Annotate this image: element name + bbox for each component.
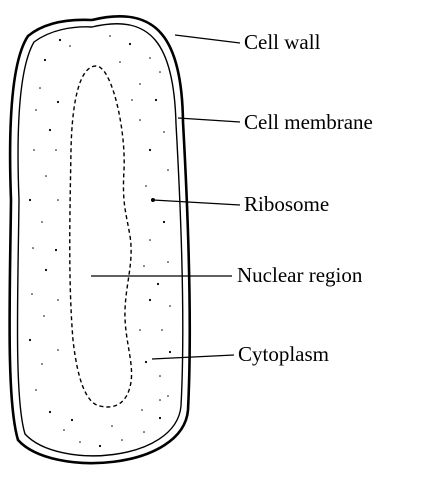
cytoplasm-speck [39, 87, 41, 89]
cytoplasm-speck [33, 149, 35, 151]
cytoplasm-speck [157, 283, 159, 285]
cytoplasm-speck [99, 445, 101, 447]
nuclear-region-label: Nuclear region [237, 263, 362, 287]
cytoplasm-speck [57, 349, 59, 351]
cytoplasm-speck [169, 305, 171, 307]
cytoplasm-speck [45, 269, 47, 271]
cytoplasm-speck [163, 221, 165, 223]
cytoplasm-speck [111, 425, 113, 427]
cytoplasm-speck [29, 199, 31, 201]
cytoplasm-speck [159, 71, 161, 73]
cytoplasm-speck [141, 409, 143, 411]
cell-wall-leader [175, 35, 240, 43]
cytoplasm-speck [139, 329, 141, 331]
cytoplasm-speck [149, 149, 151, 151]
cytoplasm-speck [149, 57, 151, 59]
cytoplasm-speck [143, 431, 145, 433]
cytoplasm-speck [79, 441, 81, 443]
cytoplasm-speck [43, 315, 45, 317]
cytoplasm-speck [149, 239, 151, 241]
cytoplasm-speck [139, 83, 141, 85]
cytoplasm-speck [35, 389, 37, 391]
cytoplasm-speck [167, 169, 169, 171]
cytoplasm-speck [44, 59, 46, 61]
cytoplasm-speck [169, 351, 171, 353]
cytoplasm-speck [57, 299, 59, 301]
cytoplasm-speck [167, 261, 169, 263]
cytoplasm-speck [59, 39, 61, 41]
cytoplasm-speck [161, 329, 163, 331]
cytoplasm-speck [63, 429, 65, 431]
cytoplasm-speck [159, 399, 161, 401]
cytoplasm-speck [31, 293, 33, 295]
cytoplasm-speck [57, 101, 59, 103]
cytoplasm-speck [29, 339, 31, 341]
cytoplasm-speck [55, 249, 57, 251]
cell-wall-label: Cell wall [244, 30, 320, 54]
cytoplasm-speck [109, 35, 111, 37]
cytoplasm-speck [139, 119, 141, 121]
cytoplasm-speck [32, 247, 34, 249]
cytoplasm-speck [45, 175, 47, 177]
cell-wall-outline [10, 16, 190, 463]
cytoplasm-speck [129, 43, 131, 45]
cytoplasm-speck [49, 129, 51, 131]
cytoplasm-speck [35, 109, 37, 111]
cytoplasm-speck [49, 411, 51, 413]
cytoplasm-speck [41, 363, 43, 365]
cytoplasm-speck [69, 45, 71, 47]
cytoplasm-speck [71, 419, 73, 421]
cytoplasm-speck [159, 375, 161, 377]
cytoplasm-speck [163, 131, 165, 133]
cytoplasm-speck [149, 299, 151, 301]
cytoplasm-speck [159, 417, 161, 419]
cytoplasm-speck [57, 199, 59, 201]
cytoplasm-speck [167, 395, 169, 397]
cytoplasm-speck [121, 439, 123, 441]
cell-membrane-label: Cell membrane [244, 110, 373, 134]
cytoplasm-speck [119, 61, 121, 63]
cytoplasm-label: Cytoplasm [238, 342, 329, 366]
cytoplasm-speck [155, 99, 157, 101]
cytoplasm-speck [143, 265, 145, 267]
cytoplasm-speck [145, 185, 147, 187]
ribosome-label: Ribosome [244, 192, 329, 216]
cytoplasm-speck [55, 149, 57, 151]
cytoplasm-speck [41, 221, 43, 223]
cell-membrane-leader [178, 118, 240, 122]
cytoplasm-speck [145, 361, 147, 363]
cytoplasm-speck [131, 99, 133, 101]
